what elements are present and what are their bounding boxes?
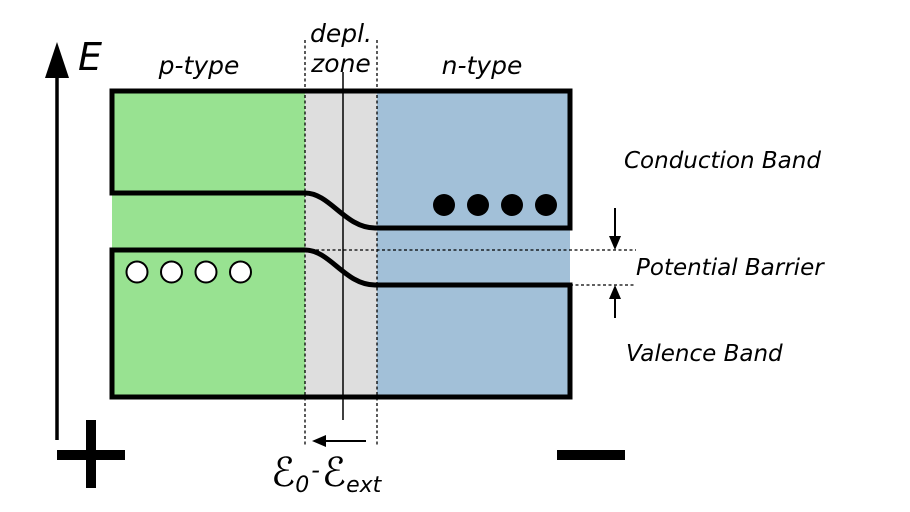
gap-tints <box>112 193 570 285</box>
energy-axis-label: E <box>78 35 102 79</box>
field-dash: - <box>311 456 320 484</box>
electron <box>535 194 557 216</box>
electron <box>501 194 523 216</box>
hole <box>125 260 149 284</box>
valence-band-label: Valence Band <box>626 341 783 367</box>
hole <box>229 260 252 284</box>
field-e0-symbol: ℰ <box>271 450 295 496</box>
hole <box>194 260 218 284</box>
p-gap-tint <box>112 193 305 250</box>
minus-sign <box>557 450 625 460</box>
conduction-band-outline <box>109 88 573 231</box>
field-e0-subscript: 0 <box>295 473 309 498</box>
potential-barrier-label: Potential Barrier <box>636 255 825 281</box>
field-label: ℰ0-ℰext <box>271 450 383 498</box>
n-gap-tint <box>377 228 570 285</box>
valence-band-outline <box>109 247 573 400</box>
electrons-group <box>433 194 557 216</box>
electron <box>433 194 455 216</box>
n-type-label: n-type <box>442 51 523 80</box>
holes-group <box>125 260 252 284</box>
plus-sign <box>57 420 125 488</box>
hole <box>160 260 183 284</box>
depl-gap-tint <box>305 193 377 285</box>
field-arrow <box>312 435 366 447</box>
electron <box>467 194 489 216</box>
barrier-arrows <box>609 208 621 318</box>
depletion-zone-label-line2: zone <box>310 49 371 78</box>
field-eext-subscript: ext <box>346 473 383 498</box>
field-eext-symbol: ℰ <box>322 450 346 496</box>
energy-axis <box>45 42 69 440</box>
conduction-band-label: Conduction Band <box>624 148 821 174</box>
p-type-label: p-type <box>158 51 240 80</box>
depletion-zone-label-line1: depl. <box>310 19 372 48</box>
